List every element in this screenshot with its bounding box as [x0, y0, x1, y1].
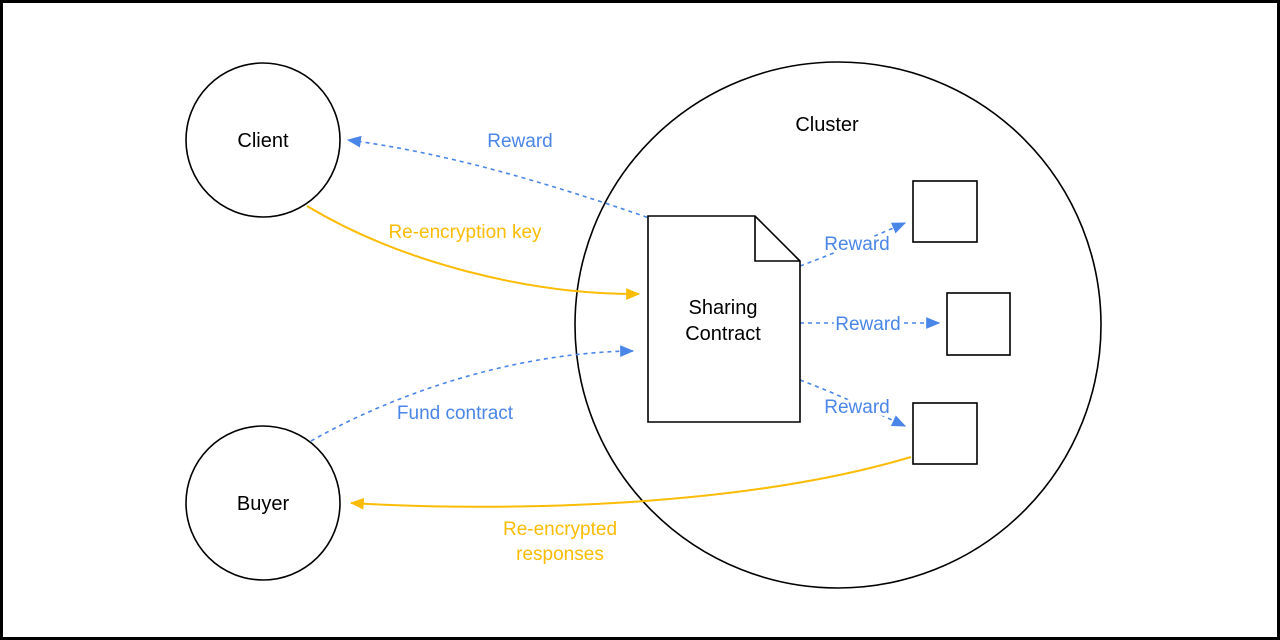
edge-label-re-encrypted-responses-line2: responses — [516, 544, 604, 565]
buyer-label: Buyer — [237, 493, 290, 515]
edge-label-re-encryption-key: Re-encryption key — [388, 222, 542, 243]
sharing-contract-label-line2: Contract — [685, 323, 761, 345]
edge-label-reward-bottom: Reward — [824, 397, 889, 418]
client-label: Client — [237, 130, 289, 152]
document-fold-icon — [754, 216, 800, 262]
edge-fund-contract — [310, 345, 635, 442]
edge-reward-top — [799, 222, 907, 267]
buyer-circle — [185, 425, 341, 581]
edge-reward-to-client — [346, 135, 656, 221]
edge-re-encrypted-responses — [349, 456, 912, 510]
cluster-label: Cluster — [795, 114, 859, 136]
sharing-contract-document — [647, 215, 801, 423]
worker-node-top — [912, 180, 978, 243]
edge-label-re-encrypted-responses-line1: Re-encrypted — [503, 519, 617, 540]
edge-label-reward-middle: Reward — [835, 314, 900, 335]
edge-re-encryption-key — [306, 205, 641, 300]
client-circle — [185, 62, 341, 218]
sharing-contract-label-line1: Sharing — [689, 297, 758, 319]
edge-label-fund-contract: Fund contract — [397, 403, 514, 424]
edge-label-reward-top: Reward — [824, 234, 889, 255]
worker-node-middle — [946, 292, 1011, 356]
edge-label-reward-to-client: Reward — [487, 131, 552, 152]
worker-node-bottom — [912, 402, 978, 465]
edge-reward-bottom — [799, 379, 907, 427]
